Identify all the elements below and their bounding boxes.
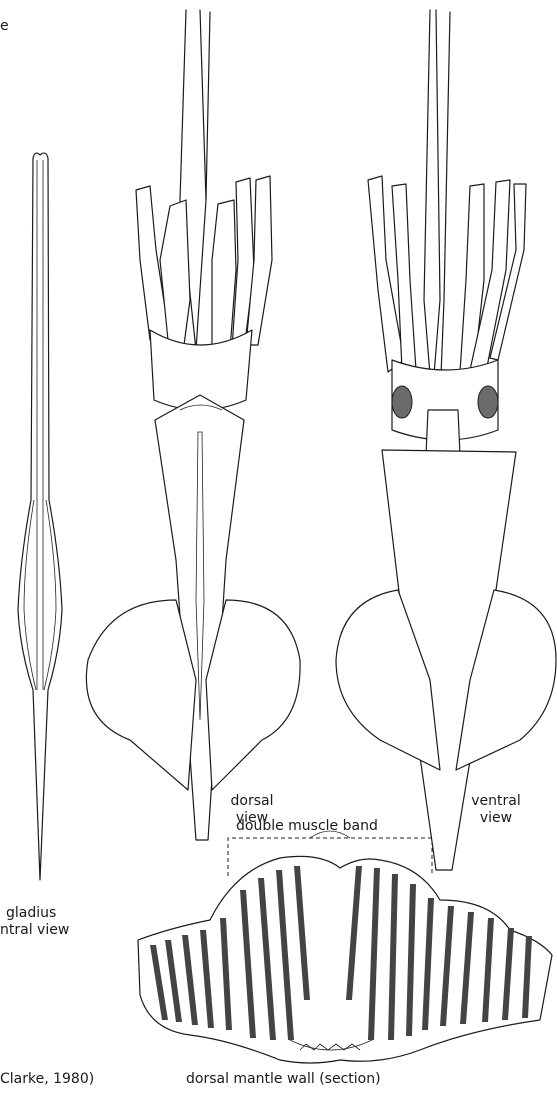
ventral-label-line2: view (464, 810, 528, 827)
section-label: dorsal mantle wall (section) (186, 1071, 381, 1088)
dorsal-label-line1: dorsal (222, 793, 282, 810)
ventral-label-line1: ventral (464, 793, 528, 810)
dorsal-view-drawing (86, 10, 300, 840)
gladius-label-line1: gladius (6, 905, 56, 922)
top-fragment-label: e (0, 18, 9, 35)
credit-label: Clarke, 1980) (0, 1071, 94, 1088)
ventral-view-drawing (336, 10, 556, 870)
mantle-section-drawing (138, 831, 552, 1063)
gladius-label-line2: ntral view (0, 922, 69, 939)
gladius-drawing (18, 153, 62, 880)
muscle-band-label: double muscle band (236, 818, 378, 835)
